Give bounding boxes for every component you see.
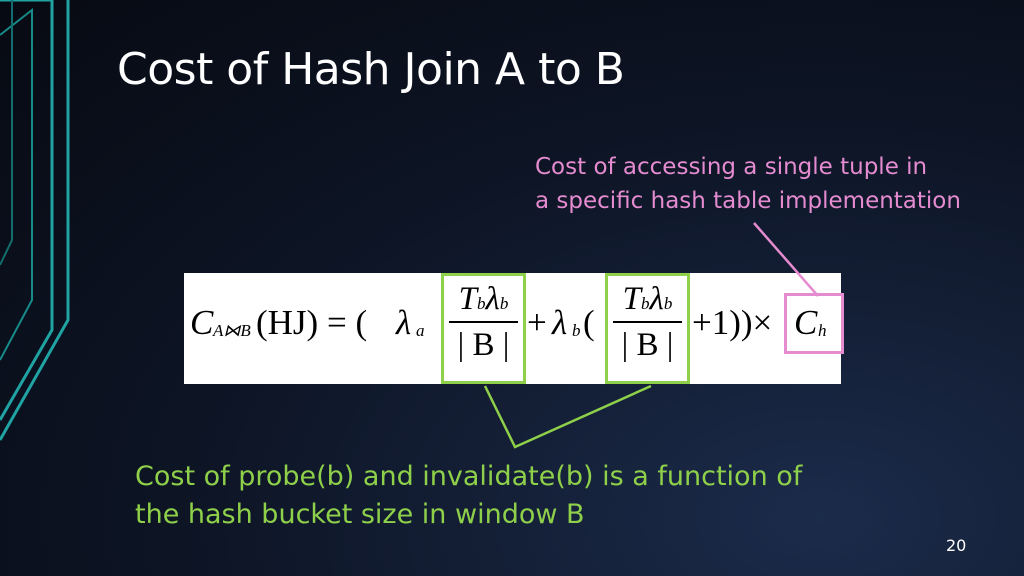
formula-image: C A⋈B (HJ) = ( λ a Tbλb | B | + λ b ( Tb… bbox=[184, 273, 844, 384]
pink-annotation: Cost of accessing a single tuple in a sp… bbox=[535, 150, 995, 218]
pink-annotation-line-1: Cost of accessing a single tuple in bbox=[535, 154, 928, 180]
formula-open-paren: ( bbox=[583, 303, 595, 342]
slide-title: Cost of Hash Join A to B bbox=[117, 44, 625, 95]
fraction-2-bar bbox=[613, 321, 682, 323]
green-highlight-box-1 bbox=[441, 273, 526, 384]
fraction-2: Tbλb | B | bbox=[607, 279, 688, 365]
formula-lambda-a-sub: a bbox=[416, 321, 425, 340]
formula-lhs-arg: (HJ) = ( bbox=[256, 303, 368, 342]
fraction-1-denominator: | B | bbox=[457, 327, 510, 363]
fraction-2-numerator: Tbλb bbox=[622, 281, 673, 317]
green-annotation-line-1: Cost of probe(b) and invalidate(b) is a … bbox=[135, 461, 803, 492]
fraction-1-bar bbox=[449, 321, 518, 323]
formula-ch-sub: h bbox=[818, 321, 827, 340]
formula-lambda-a: λ bbox=[396, 303, 412, 342]
formula-lambda-b-sub: b bbox=[572, 321, 581, 340]
green-annotation: Cost of probe(b) and invalidate(b) is a … bbox=[135, 458, 895, 534]
formula-lhs-c: C bbox=[190, 303, 214, 342]
formula-ch: C bbox=[794, 303, 818, 342]
pink-highlight-box bbox=[784, 293, 844, 354]
fraction-1-numerator: Tbλb bbox=[458, 281, 509, 317]
page-number: 20 bbox=[946, 536, 967, 555]
formula-lambda-b: λ bbox=[552, 303, 568, 342]
pink-annotation-line-2: a specific hash table implementation bbox=[535, 188, 961, 214]
formula-plus: + bbox=[527, 303, 547, 342]
green-annotation-line-2: the hash bucket size in window B bbox=[135, 499, 585, 530]
fraction-1: Tbλb | B | bbox=[443, 279, 524, 365]
green-highlight-box-2 bbox=[605, 273, 690, 384]
fraction-2-denominator: | B | bbox=[621, 327, 674, 363]
formula-lhs-subscript: A⋈B bbox=[213, 321, 251, 340]
formula-tail: +1))× bbox=[692, 303, 773, 342]
hash-join-cost-formula: C A⋈B (HJ) = ( λ a Tbλb | B | + λ b ( Tb… bbox=[184, 273, 841, 384]
